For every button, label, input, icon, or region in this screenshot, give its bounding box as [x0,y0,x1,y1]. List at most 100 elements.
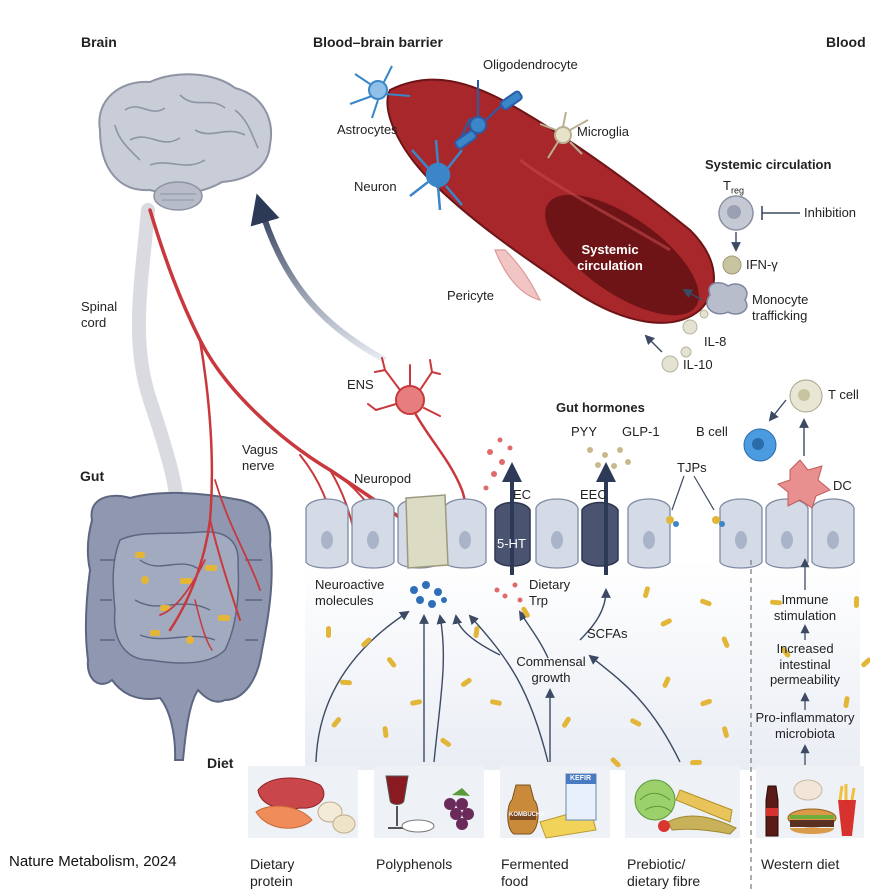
diet-caption-fibre-line1: Prebiotic/ [627,856,686,872]
ens-to-brain-arrow [250,193,387,363]
il8-dot-2 [699,309,709,319]
oligodendrocyte-cell [454,80,523,150]
diet-caption-fermented-line2: food [501,872,529,889]
bacterium [700,698,712,707]
pericyte-label: Pericyte [447,288,494,303]
bbb-header: Blood–brain barrier [313,34,443,50]
b-cell-shape [743,428,777,462]
dc-label: DC [833,478,852,493]
bacterium [780,647,791,658]
microglia-cell [539,111,589,159]
bacterium [853,596,860,609]
immune-line2: stimulation [773,607,837,623]
increased-line1: Increased [776,641,834,656]
scfas-label: SCFAs [587,626,628,641]
proinfl-line2: microbiota [775,725,835,741]
epithelial-nucleus [735,531,747,549]
bacterium [662,676,671,688]
spinal-cord-label: Spinal cord [81,299,117,330]
vessel-label: Systemic circulation [567,242,653,273]
bacterium [326,626,331,638]
pyy-label: PYY [571,424,598,439]
il10-dot-2 [680,346,692,358]
diet-caption-protein-line1: Dietary [250,856,295,872]
treg-label: Treg [723,178,744,196]
neuron-label: Neuron [354,179,397,194]
systemic-circulation-header: Systemic circulation [705,157,832,172]
bacterium [610,757,621,768]
glp1-label: GLP-1 [622,424,660,439]
astrocyte-cell [349,65,411,119]
bacterium [722,726,729,739]
treg-cell [718,195,754,231]
diet-caption-fibre-line2: dietary fibre [627,872,701,889]
bacterium [769,599,782,606]
food-tile-protein [248,766,358,838]
monocyte-cell [706,282,748,315]
food-tile-western [756,766,864,838]
commensal-label: Commensal growth [503,654,599,685]
kombucha-text: KOMBUCHA [509,812,545,818]
bacterium [521,606,530,618]
neuroactive-molecule-dots [410,581,447,608]
increased-permeability-label: Increased intestinal permeability [757,641,853,688]
bacterium [382,726,389,739]
neuropod-cell [405,494,449,569]
monocyte-label: Monocyte trafficking [752,292,808,323]
ec-label: EC [513,487,532,502]
il8-label: IL-8 [704,334,727,349]
kefir-text: KEFIR [570,775,591,782]
astrocytes-label: Astrocytes [337,122,398,137]
gut-lumen-area [305,560,860,770]
epithelial-nucleus [459,531,471,549]
gut-hormones-header: Gut hormones [556,400,645,415]
diet-arrows [315,588,681,763]
diet-caption-protein: Dietary protein [250,856,294,890]
vagus-nerve [148,208,431,651]
diet-caption-fermented-line1: Fermented [501,856,569,872]
monocyte-label-line1: Monocyte [752,292,809,307]
diet-caption-fermented: Fermented food [501,856,569,890]
food-tile-fermented [500,766,610,839]
gut-header: Gut [80,468,105,484]
il10-label: IL-10 [683,357,713,372]
cytokine-arrow [644,334,663,353]
tight-junction-proteins [666,516,725,527]
bacterium [660,618,672,627]
bacterium [721,636,730,648]
diet-caption-polyphenols: Polyphenols [376,856,452,873]
bacterium [331,717,342,728]
neuroactive-line1: Neuroactive [315,577,385,592]
gut-illustration [84,491,273,761]
spinal-cord-line1: Spinal [81,299,118,314]
bacterium [440,737,452,747]
bacterium [339,679,352,686]
oligodendrocyte-label: Oligodendrocyte [483,57,578,72]
monocyte-arrow [682,289,703,301]
bacterium [643,586,650,599]
spinal-cord-shape [131,203,185,527]
tjps-label: TJPs [677,460,707,475]
commensal-line1: Commensal [516,654,586,669]
food-tile-polyphenols [374,766,484,838]
neuropod-label: Neuropod [354,471,412,486]
t-cell-label: T cell [828,387,859,402]
neuron-cell [409,139,463,211]
dietary-trp-line1: Dietary [529,577,571,592]
serotonin-particles [483,437,523,603]
bacterium [489,699,502,706]
kombucha-label [510,812,536,820]
dietary-trp-line2: Trp [529,592,549,608]
pro-inflammatory-label: Pro-inflammatory microbiota [742,710,868,741]
inhibition-label: Inhibition [804,205,857,220]
diet-caption-fibre: Prebiotic/ dietary fibre [627,856,700,890]
eec-label: EEC [580,487,607,502]
vagus-nerve-line1: Vagus [242,442,278,457]
spinal-cord-line2: cord [81,314,107,330]
immune-line1: Immune [781,592,829,607]
source-citation: Nature Metabolism, 2024 [9,853,177,870]
bacterium [460,677,472,687]
blood-header: Blood [826,34,866,50]
treg-label-main: T [723,178,731,193]
